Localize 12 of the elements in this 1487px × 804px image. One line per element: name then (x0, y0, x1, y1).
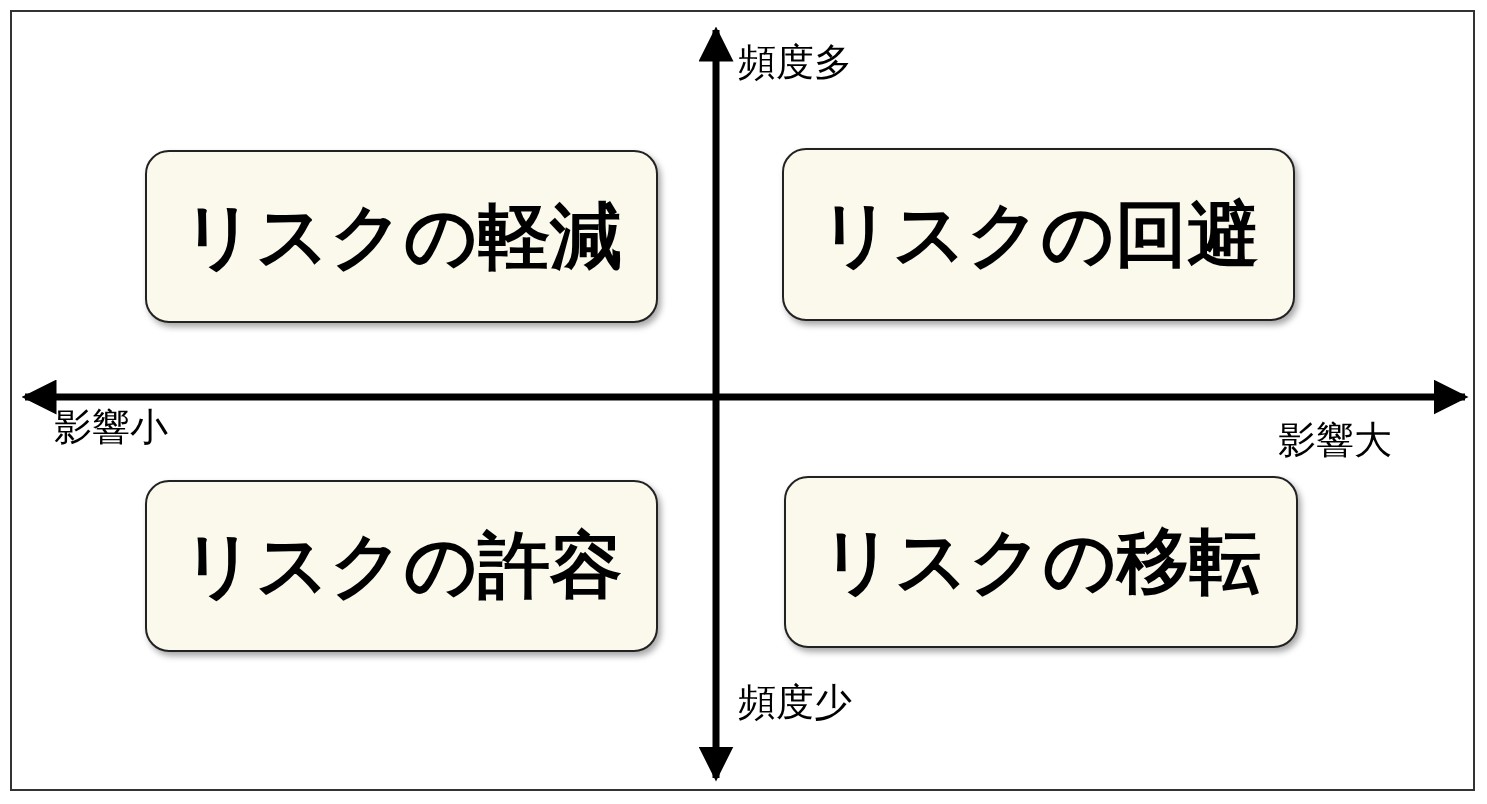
quadrant-label: リスクの許容 (181, 522, 622, 609)
quadrant-label: リスクの軽減 (181, 192, 622, 280)
quadrant-box (784, 476, 1298, 648)
quadrant-box (782, 148, 1295, 321)
quadrant-box (145, 480, 658, 652)
axis-label: 影響小 (54, 405, 168, 451)
quadrant-label: リスクの移転 (821, 518, 1261, 605)
axis-label: 頻度多 (738, 40, 852, 86)
quadrant-box (145, 150, 658, 323)
axis-label: 影響大 (1278, 418, 1392, 464)
quadrant-label: リスクの回避 (818, 190, 1259, 278)
axis-label: 頻度少 (738, 680, 852, 726)
